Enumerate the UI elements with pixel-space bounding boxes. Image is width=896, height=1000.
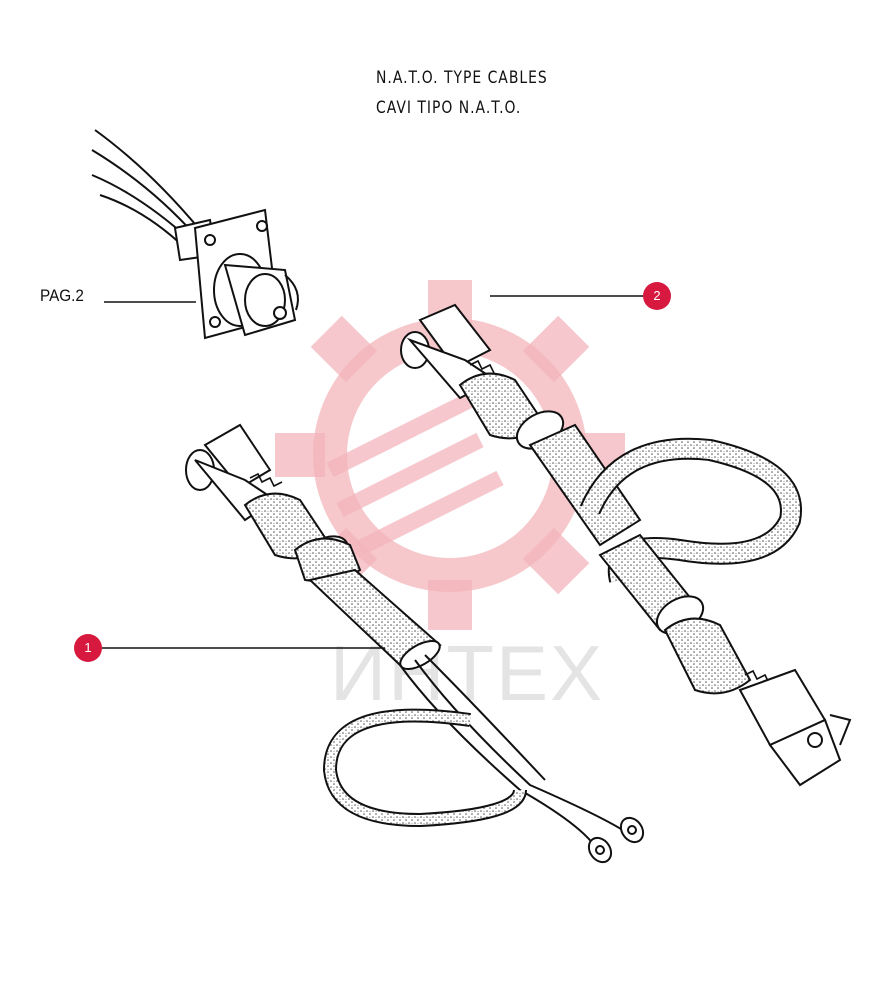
watermark-text: ИНТЕХ (330, 629, 605, 717)
page-reference-label: PAG.2 (40, 286, 84, 305)
callout-2[interactable]: 2 (643, 282, 671, 310)
gear-tooth (522, 315, 590, 383)
gear-tooth (275, 433, 325, 477)
gear-tooth (428, 580, 472, 630)
diagram-title-english: N.A.T.O. TYPE CABLES (376, 68, 548, 88)
gear-tooth (310, 315, 378, 383)
diagram-title-italian: CAVI TIPO N.A.T.O. (376, 98, 522, 118)
callout-1[interactable]: 1 (74, 634, 102, 662)
gear-tooth (522, 527, 590, 595)
cable-1 (185, 423, 645, 864)
cable-2 (400, 303, 852, 787)
socket-illustration (91, 129, 299, 340)
